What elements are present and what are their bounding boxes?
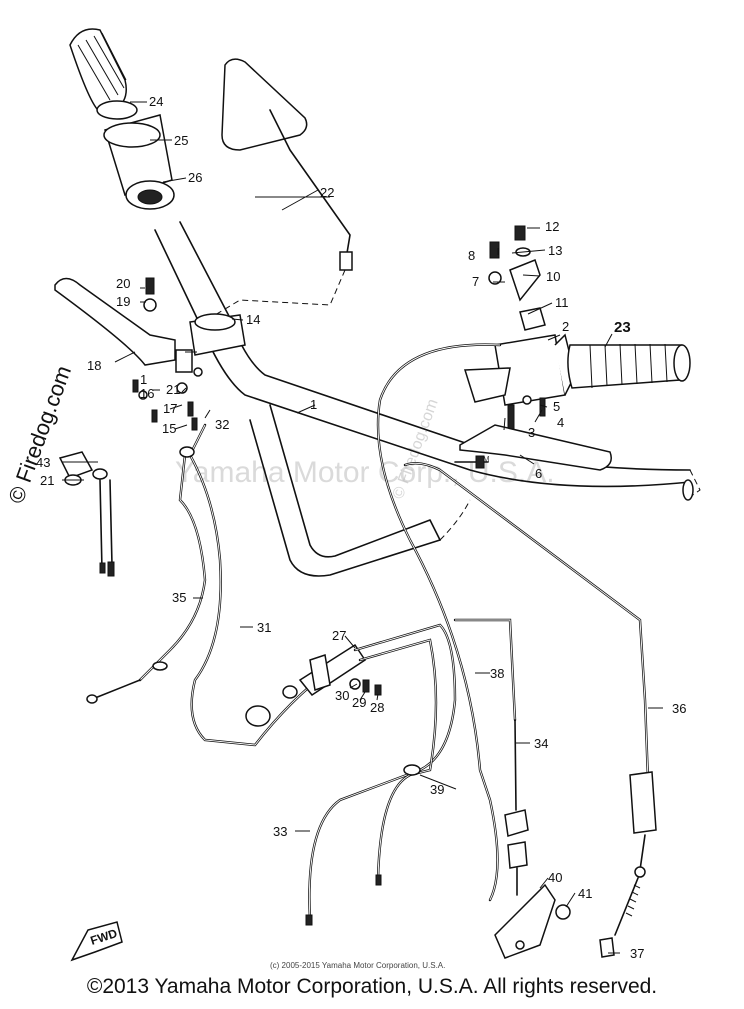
callout-numbers: 24 25 26 22 20 19 14 18 1 16 21 17 15 32… — [36, 94, 686, 961]
callout-21: 21 — [40, 473, 54, 488]
callout-6: 6 — [535, 466, 542, 481]
callout-1: 1 — [310, 397, 317, 412]
callout-19: 19 — [116, 294, 130, 309]
callout-32: 32 — [215, 417, 229, 432]
callout-35: 35 — [172, 590, 186, 605]
right-grip — [567, 343, 691, 389]
small-copyright: (c) 2005-2015 Yamaha Motor Corporation, … — [270, 961, 445, 970]
callout-41: 41 — [578, 886, 592, 901]
left-lever — [54, 277, 246, 431]
callout-18: 18 — [87, 358, 101, 373]
callout-22: 22 — [320, 185, 334, 200]
callout-28: 28 — [370, 700, 384, 715]
watermark-center: Yamaha Motor Corp., U.S.A. — [175, 456, 555, 489]
callout-23: 23 — [614, 319, 631, 336]
callout-34: 34 — [534, 736, 548, 751]
callout-7: 7 — [472, 274, 479, 289]
callout-26: 26 — [188, 170, 202, 185]
right-controls — [454, 225, 612, 471]
left-grip — [69, 28, 175, 210]
callout-30: 30 — [335, 688, 349, 703]
callout-29: 29 — [352, 695, 366, 710]
callout-4: 4 — [557, 415, 564, 430]
callout-8: 8 — [468, 248, 475, 263]
callout-21-left: 21 — [166, 382, 180, 397]
callout-37: 37 — [630, 946, 644, 961]
forward-arrow: FWD — [70, 921, 123, 962]
cables — [86, 343, 657, 959]
callout-10: 10 — [546, 269, 560, 284]
callout-39: 39 — [430, 782, 444, 797]
callout-11: 11 — [555, 295, 569, 310]
callout-14: 14 — [246, 312, 260, 327]
callout-33: 33 — [273, 824, 287, 839]
callout-24: 24 — [149, 94, 163, 109]
callout-36: 36 — [672, 701, 686, 716]
callout-38: 38 — [490, 666, 504, 681]
callout-5: 5 — [553, 399, 560, 414]
callout-17: 17 — [163, 401, 177, 416]
callout-13: 13 — [548, 243, 562, 258]
copyright-notice: ©2013 Yamaha Motor Corporation, U.S.A. A… — [86, 975, 658, 998]
callout-25: 25 — [174, 133, 188, 148]
callout-43: 43 — [36, 455, 50, 470]
left-switch — [58, 451, 115, 577]
callout-12: 12 — [545, 219, 559, 234]
callout-27: 27 — [332, 628, 346, 643]
callout-20: 20 — [116, 276, 130, 291]
callout-16: 16 — [140, 386, 154, 401]
callout-3: 3 — [528, 425, 535, 440]
mirror — [214, 58, 353, 316]
callout-2: 2 — [562, 319, 569, 334]
callout-15: 15 — [162, 421, 176, 436]
callout-1-left: 1 — [140, 372, 147, 387]
leader-lines — [62, 101, 663, 954]
callout-31: 31 — [257, 620, 271, 635]
callout-40: 40 — [548, 870, 562, 885]
